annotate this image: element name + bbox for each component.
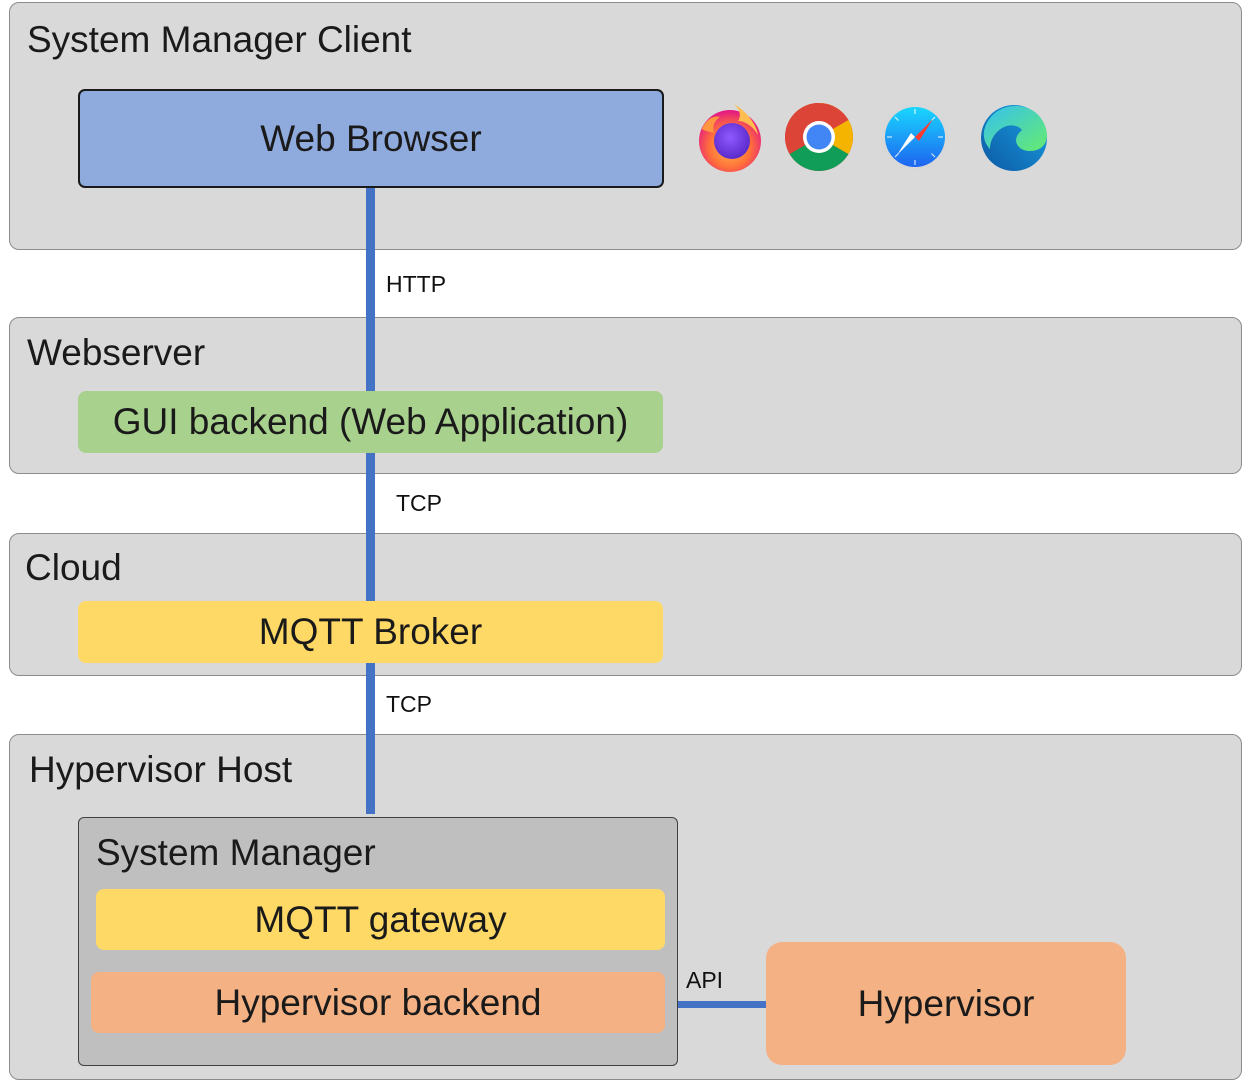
- tcp-connection-label-2: TCP: [386, 691, 432, 717]
- chrome-icon: [785, 103, 853, 171]
- mqtt-broker-label: MQTT Broker: [258, 611, 483, 652]
- gui-backend-label: GUI backend (Web Application): [112, 401, 629, 442]
- safari-icon: [881, 103, 949, 171]
- http-connection-label: HTTP: [386, 271, 447, 297]
- webserver-title: Webserver: [27, 332, 206, 373]
- main-connector-line: [366, 186, 375, 814]
- api-connection-label: API: [686, 967, 724, 993]
- hypervisor-label: Hypervisor: [857, 982, 1035, 1024]
- tcp-connection-label-1: TCP: [396, 490, 442, 516]
- mqtt-broker-box: MQTT Broker: [78, 601, 663, 663]
- system-manager-title: System Manager: [96, 832, 376, 873]
- system-manager-client-title: System Manager Client: [27, 19, 412, 60]
- edge-icon: [981, 105, 1047, 171]
- firefox-icon: [699, 104, 761, 172]
- mqtt-gateway-label: MQTT gateway: [254, 898, 507, 940]
- hypervisor-backend-label: Hypervisor backend: [214, 981, 542, 1023]
- hypervisor-host-title: Hypervisor Host: [29, 749, 293, 790]
- mqtt-gateway-box: MQTT gateway: [96, 889, 665, 950]
- hypervisor-backend-box: Hypervisor backend: [91, 972, 665, 1033]
- api-connector-line: [678, 1001, 768, 1008]
- web-browser-label: Web Browser: [260, 117, 482, 159]
- cloud-title: Cloud: [25, 547, 122, 588]
- gui-backend-box: GUI backend (Web Application): [78, 391, 663, 453]
- hypervisor-box: Hypervisor: [766, 942, 1126, 1065]
- web-browser-box: Web Browser: [78, 89, 664, 188]
